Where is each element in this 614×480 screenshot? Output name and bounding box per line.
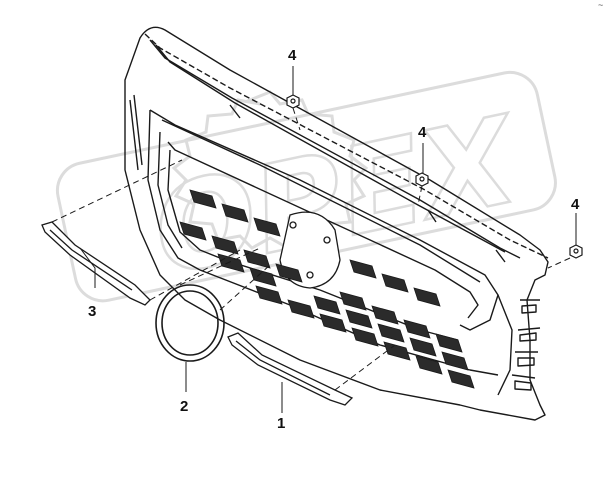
mesh-slot xyxy=(409,337,437,357)
mesh-slot xyxy=(383,341,411,361)
mesh-slot xyxy=(447,369,475,389)
mesh-slot xyxy=(377,323,405,343)
mesh-slot xyxy=(179,221,207,241)
mesh-slot xyxy=(381,273,409,293)
mesh-slot xyxy=(339,291,367,311)
mesh-slot xyxy=(189,189,217,209)
nut-4a xyxy=(286,94,300,109)
trim-strip-left xyxy=(41,221,151,306)
mesh-slot xyxy=(403,319,431,339)
mesh-slot xyxy=(351,327,379,347)
grille-shell xyxy=(124,26,549,421)
mesh-slot xyxy=(415,355,443,375)
callout-3: 3 xyxy=(88,303,96,320)
mesh-slot xyxy=(253,217,281,237)
nut-4b xyxy=(415,172,429,187)
mesh-slot xyxy=(275,263,303,283)
mesh-slot xyxy=(345,309,373,329)
mesh-slot xyxy=(435,333,463,353)
mesh-slot xyxy=(211,235,239,255)
mesh-slot xyxy=(243,249,271,269)
mesh-slot xyxy=(349,259,377,279)
nut-4c xyxy=(569,244,583,259)
callout-4-right: 4 xyxy=(571,196,580,213)
mesh-slot xyxy=(313,295,341,315)
mesh-slot xyxy=(441,351,469,371)
mesh-slot xyxy=(249,267,277,287)
leader-lines xyxy=(79,66,577,413)
mesh-slot xyxy=(255,285,283,305)
mesh-slot xyxy=(413,287,441,307)
mesh-slot xyxy=(221,203,249,223)
grille-mesh xyxy=(179,189,475,389)
callout-4-top: 4 xyxy=(288,47,297,64)
emblem-ring xyxy=(155,284,225,362)
mesh-slot xyxy=(287,299,315,319)
mesh-slot xyxy=(319,313,347,333)
corner-mark: ~ xyxy=(598,0,603,10)
callout-1: 1 xyxy=(277,415,285,432)
assembly-lines xyxy=(51,107,571,391)
callout-2: 2 xyxy=(180,398,188,415)
trim-strip-right xyxy=(227,332,354,406)
callout-4-middle: 4 xyxy=(418,124,427,141)
mesh-slot xyxy=(371,305,399,325)
